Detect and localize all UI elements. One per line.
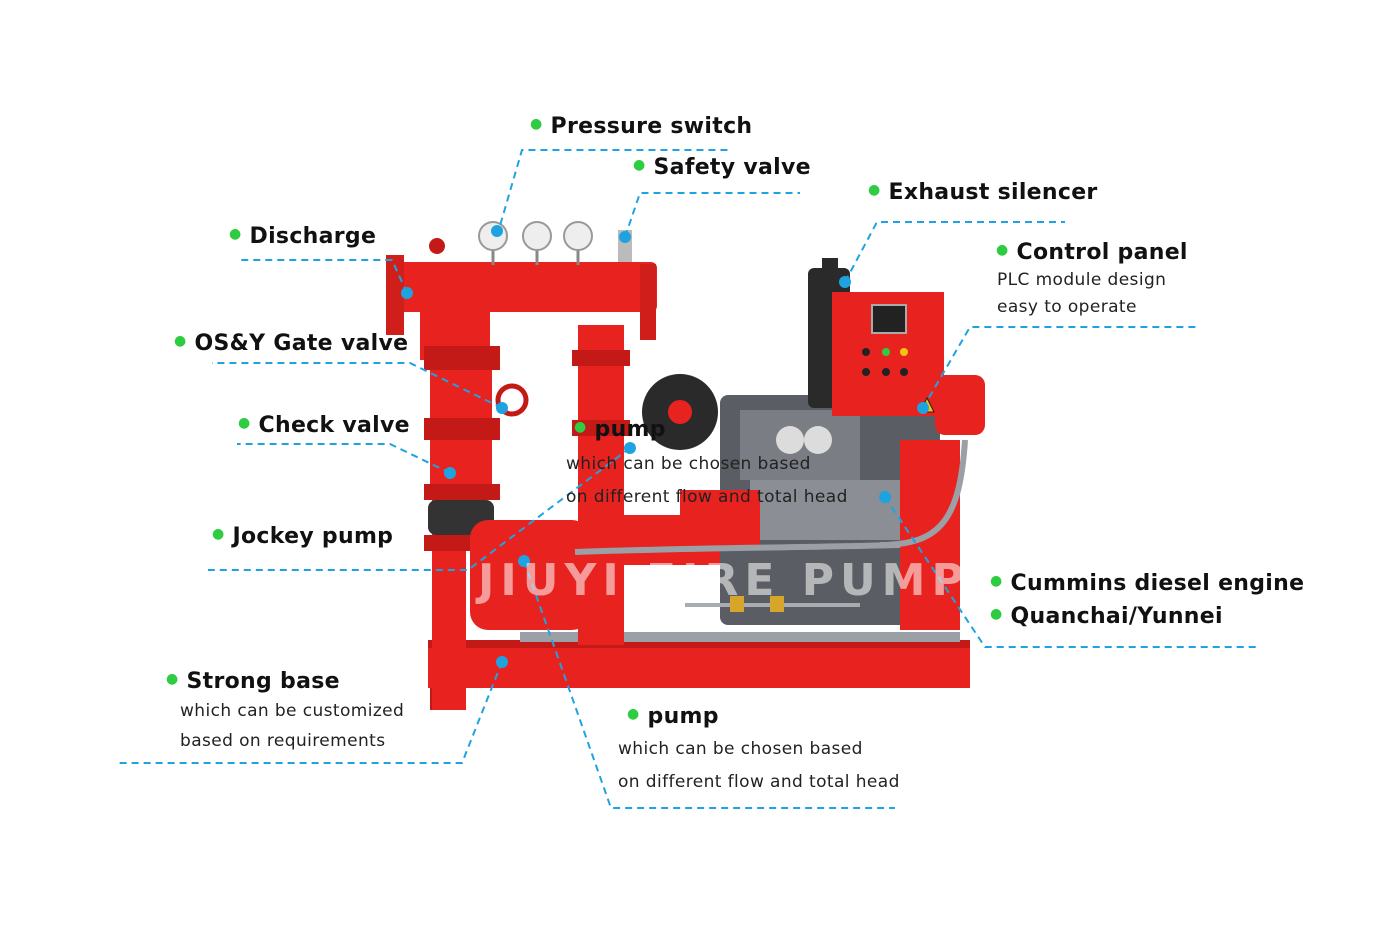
discharge-text: Discharge xyxy=(249,224,377,249)
fire-pump-machine xyxy=(386,221,985,710)
bullet-icon: ● xyxy=(174,333,187,349)
bullet-icon: ● xyxy=(530,116,543,132)
main-pump-casing xyxy=(470,520,590,630)
pump-lower-desc-1: which can be chosen based xyxy=(618,739,863,759)
bullet-icon: ● xyxy=(868,182,881,198)
pump-upper-label: ● pump xyxy=(574,417,666,442)
safety-valve-leader xyxy=(624,192,800,238)
pump-upper-desc-1: which can be chosen based xyxy=(566,454,811,474)
control-panel-leader xyxy=(922,326,1200,409)
control-panel-label: ● Control panel xyxy=(996,240,1188,265)
control-panel-desc-2: easy to operate xyxy=(997,297,1137,317)
safety-valve-text: Safety valve xyxy=(653,155,811,180)
discharge-leader xyxy=(240,259,408,294)
jockey-pump-label: ● Jockey pump xyxy=(212,524,393,549)
strong-base-desc-2: based on requirements xyxy=(180,731,386,751)
gauges xyxy=(429,221,632,265)
bullet-icon: ● xyxy=(990,606,1003,622)
bullet-icon: ● xyxy=(229,226,242,242)
pressure-switch-leader xyxy=(496,149,730,237)
strong-base-desc-1: which can be customized xyxy=(180,701,405,721)
pump-lower-label: ● pump xyxy=(627,704,719,729)
control-panel-text: Control panel xyxy=(1016,240,1188,265)
pump-lower-text: pump xyxy=(647,704,719,729)
engine-text-1: Cummins diesel engine xyxy=(1010,571,1305,596)
gate-valve-label: ● OS&Y Gate valve xyxy=(174,331,408,356)
gate-valve-leader xyxy=(212,362,503,409)
bullet-icon: ● xyxy=(990,573,1003,589)
engine-label-2: ● Quanchai/Yunnei xyxy=(990,604,1223,629)
watermark-text: JIUYI FIRE PUMP xyxy=(478,555,970,606)
engine-leader xyxy=(884,496,1260,648)
pressure-switch-label: ● Pressure switch xyxy=(530,114,752,139)
engine-label-1: ● Cummins diesel engine xyxy=(990,571,1304,596)
check-valve-leader xyxy=(237,443,451,474)
base-frame xyxy=(428,646,970,688)
bullet-icon: ● xyxy=(238,415,251,431)
check-valve-label: ● Check valve xyxy=(238,413,410,438)
bullet-icon: ● xyxy=(996,242,1009,258)
gate-valve-text: OS&Y Gate valve xyxy=(194,331,409,356)
pressure-switch-text: Pressure switch xyxy=(550,114,753,139)
discharge-label: ● Discharge xyxy=(229,224,376,249)
callout-leaders xyxy=(118,149,1260,809)
control-panel-desc-1: PLC module design xyxy=(997,270,1167,290)
exhaust-silencer-text: Exhaust silencer xyxy=(888,180,1098,205)
callout-dots xyxy=(401,225,929,668)
bullet-icon: ● xyxy=(166,671,179,687)
check-valve-text: Check valve xyxy=(258,413,410,438)
safety-valve-label: ● Safety valve xyxy=(633,155,811,180)
strong-base-label: ● Strong base xyxy=(166,669,340,694)
pump-lower-leader xyxy=(523,560,895,809)
pump-upper-desc-2: on different flow and total head xyxy=(566,487,848,507)
bullet-icon: ● xyxy=(627,706,640,722)
discharge-header xyxy=(392,262,657,312)
pump-lower-desc-2: on different flow and total head xyxy=(618,772,900,792)
strong-base-text: Strong base xyxy=(186,669,340,694)
bullet-icon: ● xyxy=(633,157,646,173)
bullet-icon: ● xyxy=(574,419,587,435)
jockey-pump-text: Jockey pump xyxy=(232,524,394,549)
jockey-pump-leader xyxy=(208,447,631,571)
strong-base-leader xyxy=(118,661,503,764)
pump-upper-text: pump xyxy=(594,417,666,442)
discharge-flange xyxy=(386,255,404,335)
gate-valve-wheel xyxy=(495,383,529,417)
exhaust-silencer-leader xyxy=(844,221,1065,283)
bullet-icon: ● xyxy=(212,526,225,542)
exhaust-silencer-label: ● Exhaust silencer xyxy=(868,180,1098,205)
engine-text-2: Quanchai/Yunnei xyxy=(1010,604,1223,629)
